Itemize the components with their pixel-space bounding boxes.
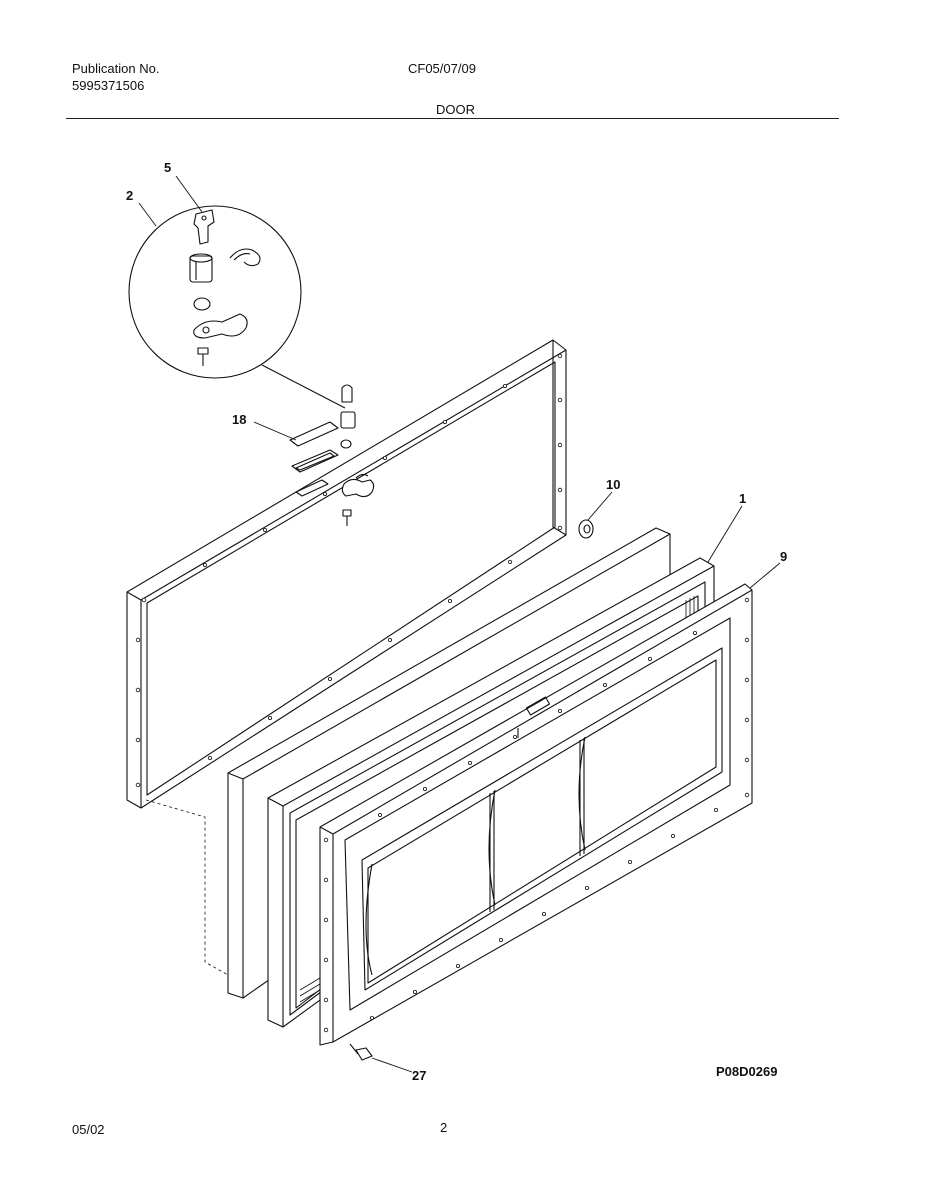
header-divider <box>66 118 839 119</box>
drawing-code: P08D0269 <box>716 1064 777 1079</box>
page-number: 2 <box>440 1120 448 1135</box>
publication-label: Publication No. <box>72 61 160 76</box>
lock-assembly-mounted <box>340 384 375 526</box>
inner-door-panel <box>126 339 567 809</box>
outer-pan-screw-holes <box>323 597 750 1033</box>
outer-door-pan <box>319 583 753 1046</box>
publication-number: 5995371506 <box>72 78 145 93</box>
alignment-line <box>145 799 229 976</box>
lock-detail-circle <box>128 205 346 409</box>
callout-10: 10 <box>606 477 620 492</box>
callout-5: 5 <box>164 160 171 175</box>
footer-date: 05/02 <box>72 1122 105 1137</box>
callout-9: 9 <box>780 549 787 564</box>
callout-leaders <box>138 175 781 1073</box>
callout-1: 1 <box>739 491 746 506</box>
model-number: CF05/07/09 <box>408 61 476 76</box>
inner-panel-screw-holes <box>135 353 563 788</box>
handle-trim <box>289 421 339 497</box>
section-title: DOOR <box>436 102 475 117</box>
door-screw <box>349 1043 373 1061</box>
door-bumper <box>578 519 594 539</box>
callout-2: 2 <box>126 188 133 203</box>
callout-labels: 5 2 18 10 1 9 27 <box>126 160 787 1083</box>
callout-27: 27 <box>412 1068 426 1083</box>
callout-18: 18 <box>232 412 246 427</box>
